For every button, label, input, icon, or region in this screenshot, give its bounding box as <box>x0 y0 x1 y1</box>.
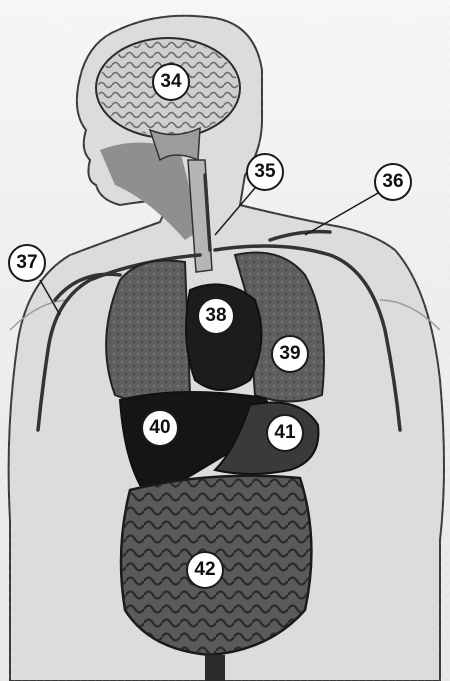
callout-heart: 38 <box>197 297 235 335</box>
callout-brain: 34 <box>152 63 190 101</box>
callout-trachea: 35 <box>246 153 284 191</box>
callout-stomach: 41 <box>266 414 304 452</box>
callout-intestines: 42 <box>186 551 224 589</box>
callout-lung: 39 <box>271 335 309 373</box>
callout-vessel-left: 37 <box>8 244 46 282</box>
callout-vessel-right: 36 <box>374 163 412 201</box>
callout-liver: 40 <box>141 409 179 447</box>
